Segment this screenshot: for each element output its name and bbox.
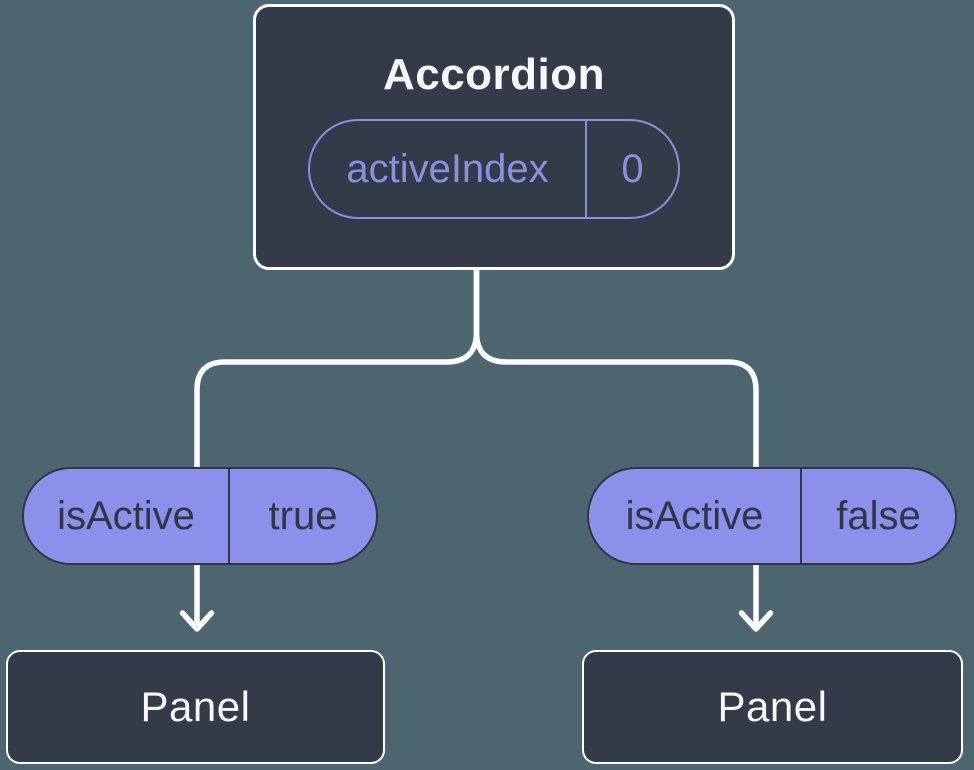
panel-node-title: Panel xyxy=(717,683,828,730)
state-pill-label: activeIndex xyxy=(310,121,587,217)
accordion-node: Accordion activeIndex 0 xyxy=(253,4,735,270)
prop-pill-value: true xyxy=(268,493,338,538)
panel-node-title: Panel xyxy=(140,683,251,730)
state-pill-value: 0 xyxy=(621,146,644,191)
prop-pill-isactive-true: isActive true xyxy=(22,467,378,565)
prop-pill-label: isActive xyxy=(589,469,802,563)
panel-node-left: Panel xyxy=(6,650,385,764)
prop-pill-isactive-false: isActive false xyxy=(587,467,957,565)
panel-node-right: Panel xyxy=(582,650,963,764)
arrowhead-down-icon xyxy=(738,610,774,632)
prop-pill-label: isActive xyxy=(24,469,230,563)
prop-pill-value: false xyxy=(836,493,921,538)
connector-left-branch xyxy=(194,266,480,627)
accordion-node-title: Accordion xyxy=(382,50,606,99)
arrowhead-down-icon xyxy=(179,610,215,632)
connector-right-branch xyxy=(473,266,759,627)
state-pill: activeIndex 0 xyxy=(308,119,680,219)
